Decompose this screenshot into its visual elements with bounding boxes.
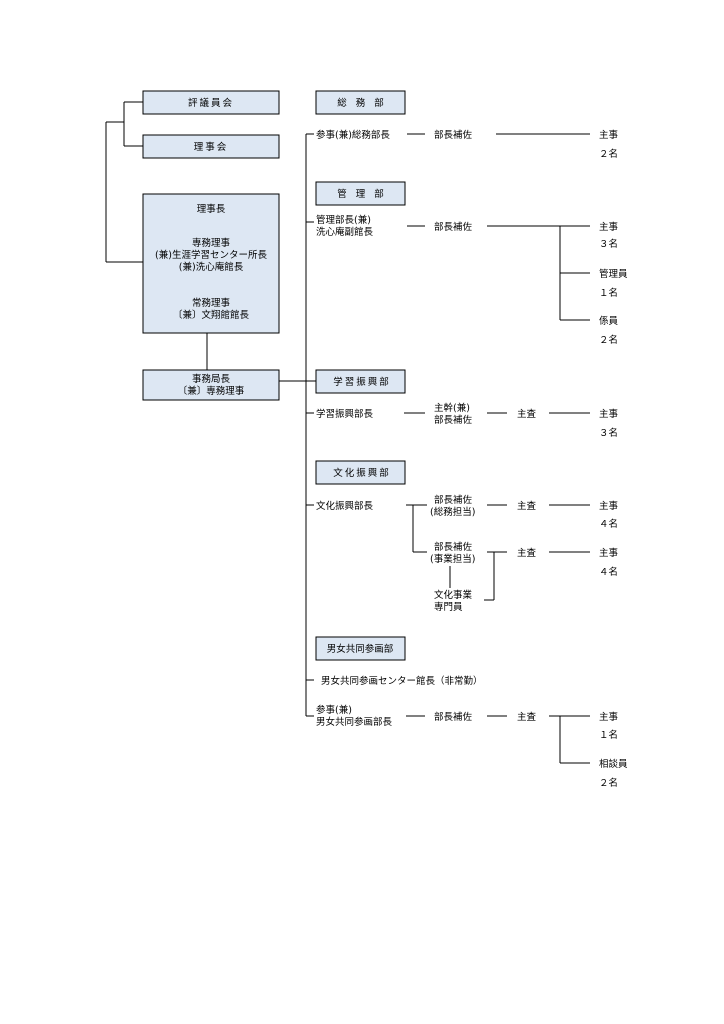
- gakushu-mid-line-2: 部長補佐: [434, 414, 473, 426]
- bunka-assistant-2-line-2: (事業担当): [430, 553, 475, 565]
- soumu-dept-label: 総務部: [337, 97, 393, 109]
- kanri-head-line-1: 管理部長(兼): [316, 214, 371, 226]
- senmu-title: 専務理事: [192, 237, 231, 249]
- bunka-assistant-1-line-2: (総務担当): [430, 506, 475, 518]
- kanri-staff-1: 主事: [599, 221, 619, 233]
- gakushu-mid-line-1: 主幹(兼): [434, 402, 470, 414]
- bunka-assistant-2-line-1: 部長補佐: [434, 541, 473, 553]
- bunka-assistant-1-line-1: 部長補佐: [434, 494, 473, 506]
- jomu-title: 常務理事: [192, 297, 231, 309]
- danjo-chief: 主査: [517, 711, 537, 723]
- bunka-dept-box: [315, 460, 406, 485]
- hyogiinkai-label: 評議員会: [188, 97, 234, 109]
- kanri-staff-3-count: ２名: [599, 334, 618, 346]
- kanri-staff-2-count: １名: [599, 287, 618, 299]
- gakushu-staff-count: ３名: [599, 427, 618, 439]
- bunka-specialist-line-2: 専門員: [434, 601, 463, 613]
- kanri-assistant: 部長補佐: [434, 221, 473, 233]
- chairman-label: 理事長: [197, 203, 226, 215]
- soumu-staff: 主事: [599, 129, 619, 141]
- bunka-staff-1-count: ４名: [599, 518, 618, 530]
- executive-box: [142, 193, 280, 334]
- jimukyoku-role: 〔兼〕専務理事: [178, 385, 245, 397]
- bunka-chief-2: 主査: [517, 547, 537, 559]
- connector-lines: [105, 101, 590, 764]
- gakushu-dept-box: [315, 369, 406, 394]
- danjo-center-head: 男女共同参画センター館長（非常勤）: [321, 675, 483, 687]
- danjo-staff-2-count: ２名: [599, 777, 618, 789]
- gakushu-head: 学習振興部長: [316, 408, 374, 420]
- danjo-head-line-2: 男女共同参画部長: [316, 716, 393, 728]
- gakushu-dept-label: 学習振興部: [333, 376, 391, 388]
- bunka-specialist-line-1: 文化事業: [434, 589, 473, 601]
- bunka-dept-label: 文化振興部: [333, 467, 391, 479]
- danjo-dept-box: [315, 636, 406, 661]
- soumu-staff-count: ２名: [599, 148, 618, 160]
- jomu-role: 〔兼〕文翔館館長: [173, 309, 250, 321]
- bunka-staff-2: 主事: [599, 547, 619, 559]
- kanri-staff-2: 管理員: [599, 268, 628, 280]
- bunka-chief-1: 主査: [517, 500, 537, 512]
- danjo-dept-label: 男女共同参画部: [327, 643, 394, 655]
- gakushu-chief: 主査: [517, 408, 537, 420]
- soumu-dept-box: [315, 90, 406, 115]
- bunka-head: 文化振興部長: [316, 500, 374, 512]
- rijikai-label: 理事会: [194, 141, 229, 153]
- rijikai-box: [142, 134, 280, 159]
- danjo-staff-2: 相談員: [599, 758, 628, 770]
- kanri-dept-label: 管理部: [337, 188, 393, 200]
- soumu-assistant: 部長補佐: [434, 129, 473, 141]
- danjo-assistant: 部長補佐: [434, 711, 473, 723]
- bunka-staff-2-count: ４名: [599, 566, 618, 578]
- senmu-role-1: (兼)生涯学習センター所長: [155, 249, 267, 261]
- kanri-staff-1-count: ３名: [599, 238, 618, 250]
- kanri-staff-3: 係員: [599, 316, 619, 327]
- jimukyoku-box: [142, 369, 280, 401]
- senmu-role-2: (兼)洗心庵館長: [179, 261, 244, 273]
- danjo-staff-1-count: １名: [599, 729, 618, 741]
- kanri-dept-box: [315, 181, 406, 206]
- danjo-head-line-1: 参事(兼): [316, 704, 352, 716]
- hyogiinkai-box: [142, 90, 280, 115]
- gakushu-staff: 主事: [599, 408, 619, 420]
- jimukyoku-title: 事務局長: [192, 373, 231, 385]
- danjo-staff-1: 主事: [599, 711, 619, 723]
- bunka-staff-1: 主事: [599, 500, 619, 512]
- soumu-head: 参事(兼)総務部長: [316, 129, 390, 141]
- kanri-head-line-2: 洗心庵副館長: [316, 226, 374, 238]
